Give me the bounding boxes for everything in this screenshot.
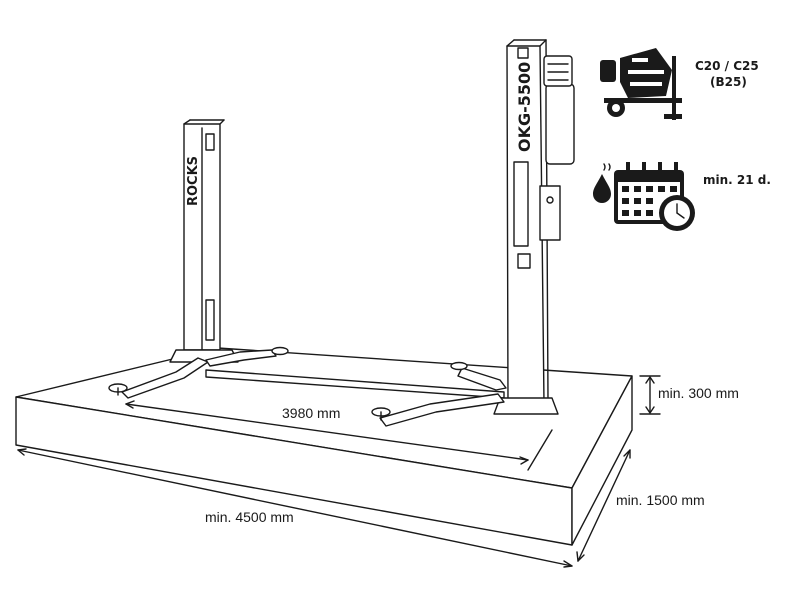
dimension-width: min. 1500 mm <box>576 449 705 562</box>
left-lift-arms <box>108 346 289 399</box>
dimension-depth: min. 300 mm <box>639 375 739 415</box>
arm-span-label: 3980 mm <box>282 405 340 421</box>
width-label: min. 1500 mm <box>616 492 705 508</box>
brand-label: ROCKS <box>186 156 201 206</box>
concrete-grade-label: C20 / C25 <box>695 59 759 73</box>
curing-time-label: min. 21 d. <box>703 173 771 187</box>
right-column: OKG-5500 <box>493 39 575 415</box>
dimension-arm-span: 3980 mm <box>125 400 553 471</box>
left-column: ROCKS <box>169 119 239 363</box>
water-drop-icon <box>593 163 611 203</box>
dimension-length: min. 4500 mm <box>17 448 573 568</box>
length-label: min. 4500 mm <box>205 509 294 525</box>
concrete-mixer-icon <box>600 48 682 120</box>
model-label: OKG-5500 <box>515 62 534 152</box>
calendar-clock-icon <box>614 162 695 231</box>
depth-label: min. 300 mm <box>658 385 739 401</box>
concrete-grade-alt-label: (B25) <box>710 75 747 89</box>
right-lift-arms <box>371 361 507 427</box>
